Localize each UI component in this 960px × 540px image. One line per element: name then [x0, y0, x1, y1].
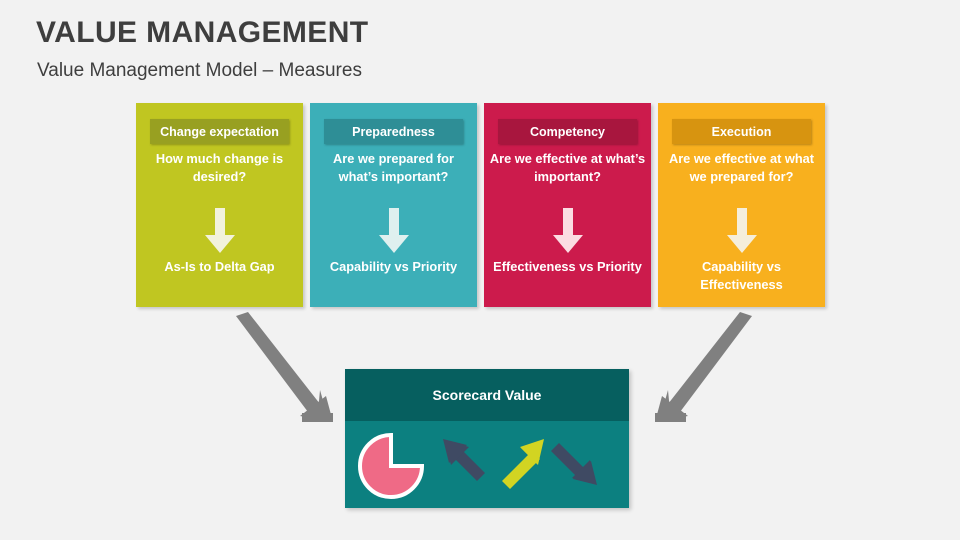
scorecard-box[interactable]: Scorecard Value [345, 369, 629, 508]
column-panel-change-expectation[interactable]: Change expectation How much change is de… [136, 103, 303, 307]
column-chip-preparedness[interactable]: Preparedness [324, 119, 463, 144]
down-arrow-icon [378, 208, 409, 253]
down-arrow-icon [204, 208, 235, 253]
column-chip-execution[interactable]: Execution [672, 119, 811, 144]
column-question-change-expectation: How much change is desired? [155, 151, 284, 185]
connector-arrow-left [236, 312, 333, 422]
down-arrow-icon [552, 208, 583, 253]
arrow-up-left-icon [443, 439, 485, 481]
column-chip-change-expectation[interactable]: Change expectation [150, 119, 289, 144]
column-measure-change-expectation: As-Is to Delta Gap [164, 259, 275, 274]
down-arrow-icon [726, 208, 757, 253]
column-measure-execution: Capability vs Effectiveness [700, 259, 783, 293]
scorecard-header: Scorecard Value [345, 369, 629, 421]
column-chip-competency[interactable]: Competency [498, 119, 637, 144]
column-question-execution: Are we effective at what we prepared for… [668, 151, 815, 185]
scorecard-icon-row [358, 432, 597, 499]
scorecard-body [345, 421, 629, 508]
column-measure-preparedness: Capability vs Priority [329, 259, 458, 274]
scorecard-title: Scorecard Value [432, 387, 542, 403]
column-panel-preparedness[interactable]: Preparedness Are we prepared for what’s … [310, 103, 477, 307]
column-question-preparedness: Are we prepared for what’s important? [333, 151, 454, 185]
column-measure-competency: Effectiveness vs Priority [493, 259, 642, 274]
connector-arrow-right [655, 312, 752, 422]
arrow-down-right-icon [551, 443, 597, 485]
pie-chart-icon [358, 432, 425, 499]
column-panel-execution[interactable]: Execution Are we effective at what we pr… [658, 103, 825, 307]
column-panel-competency[interactable]: Competency Are we effective at what’s im… [484, 103, 651, 307]
page-subtitle: Value Management Model – Measures [37, 60, 362, 81]
column-question-competency: Are we effective at what’s important? [489, 151, 646, 185]
arrow-up-right-icon [502, 439, 544, 489]
page-title: VALUE MANAGEMENT [36, 16, 369, 49]
